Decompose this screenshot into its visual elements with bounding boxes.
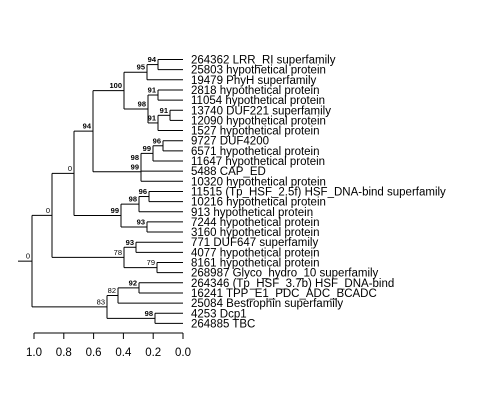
bootstrap-label: 83: [97, 297, 105, 306]
leaf-label: 4253 Dcp1: [191, 308, 247, 320]
bootstrap-label: 100: [109, 81, 122, 90]
leaf-label: 4077 hypothetical protein: [191, 247, 320, 259]
leaf-label: 6571 hypothetical protein: [191, 146, 320, 158]
bootstrap-label: 96: [153, 136, 161, 145]
bootstrap-values: 9495919191981009699989994969893990937978…: [26, 55, 168, 318]
leaf-label: 3160 hypothetical protein: [191, 227, 320, 239]
leaf-label: 10216 hypothetical protein: [191, 197, 326, 209]
axis-tick-label: 0.0: [175, 347, 191, 359]
bootstrap-label: 93: [137, 217, 145, 226]
bootstrap-label: 0: [46, 206, 50, 215]
leaf-label: 264346 (Tp_HSF_3.7b) HSF_DNA-bind: [191, 278, 394, 290]
bootstrap-label: 98: [131, 153, 139, 162]
leaf-label: 264885 TBC: [191, 318, 255, 330]
bootstrap-label: 98: [145, 309, 153, 318]
leaf-label: 11515 (Tp_HSF_2.5f) HSF_DNA-bind superfa…: [191, 186, 446, 198]
bootstrap-label: 99: [111, 206, 119, 215]
bootstrap-label: 91: [160, 106, 168, 115]
bootstrap-label: 91: [148, 86, 156, 95]
bootstrap-label: 0: [68, 164, 72, 173]
leaf-label: 268987 Glyco_hydro_10 superfamily: [191, 268, 379, 280]
bootstrap-label: 98: [138, 99, 146, 108]
leaf-label: 1527 hypothetical protein: [191, 126, 320, 138]
leaf-label: 8161 hypothetical protein: [191, 258, 320, 270]
leaf-label: 12090 hypothetical protein: [191, 115, 326, 127]
leaf-label: 25084 Bestrophin superfamily: [191, 298, 343, 310]
leaf-label: 771 DUF647 superfamily: [191, 237, 318, 249]
axis-tick-label: 1.0: [26, 347, 42, 359]
bootstrap-label: 94: [148, 55, 157, 64]
leaf-label: 2818 hypothetical protein: [191, 85, 320, 97]
leaf-label: 5488 CAP_ED: [191, 166, 266, 178]
bootstrap-label: 91: [148, 113, 156, 122]
bootstrap-label: 95: [137, 63, 145, 72]
bootstrap-label: 78: [114, 248, 122, 257]
axis-tick-label: 0.4: [115, 347, 132, 359]
bootstrap-label: 0: [26, 252, 30, 261]
leaf-label: 10320 hypothetical protein: [191, 176, 326, 188]
bootstrap-label: 82: [108, 286, 116, 295]
bootstrap-label: 92: [129, 278, 137, 287]
bootstrap-label: 94: [83, 122, 92, 131]
leaf-label: 264362 LRR_RI superfamily: [191, 55, 336, 67]
leaf-label: 9727 DUF4200: [191, 136, 269, 148]
leaf-label: 19479 PhyH superfamily: [191, 75, 317, 87]
leaf-label: 16241 TPP_E1_PDC_ADC_BCADC: [191, 288, 377, 300]
leaf-label: 913 hypothetical protein: [191, 207, 313, 219]
axis-tick-label: 0.6: [86, 347, 102, 359]
leaf-label: 25803 hypothetical protein: [191, 65, 326, 77]
bootstrap-label: 98: [129, 195, 137, 204]
bootstrap-label: 99: [143, 144, 151, 153]
axis-tick-label: 0.8: [56, 347, 72, 359]
leaf-label: 13740 DUF221 superfamily: [191, 105, 331, 117]
leaf-label: 7244 hypothetical protein: [191, 217, 320, 229]
axis-tick-label: 0.2: [145, 347, 161, 359]
bootstrap-label: 93: [126, 238, 134, 247]
tree-branches: [18, 59, 183, 324]
leaf-label: 11647 hypothetical protein: [191, 156, 325, 168]
bootstrap-label: 96: [139, 187, 147, 196]
leaf-label: 11054 hypothetical protein: [191, 95, 325, 107]
bootstrap-label: 99: [131, 162, 139, 171]
bootstrap-label: 79: [147, 258, 155, 267]
distance-axis: 1.0 0.8 0.6 0.4 0.2 0.0: [26, 332, 191, 359]
